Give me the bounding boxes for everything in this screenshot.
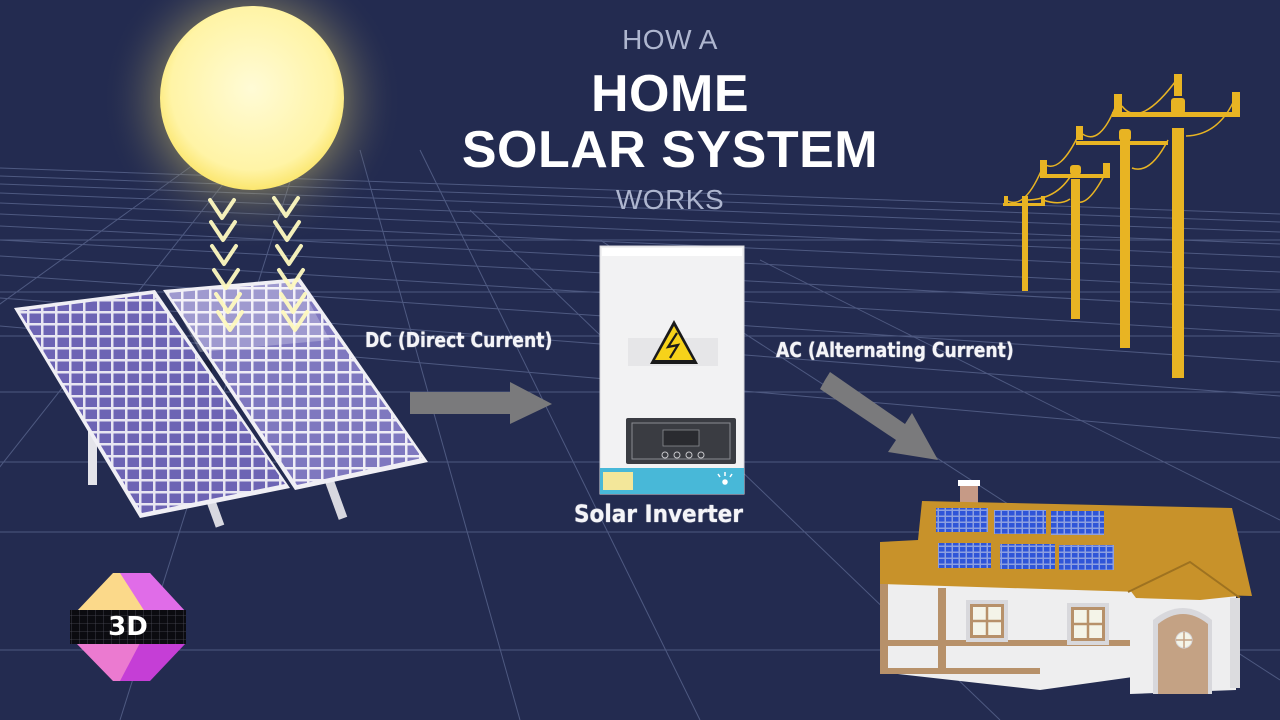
title-block: HOW A HOME SOLAR SYSTEM WORKS [420,24,920,216]
sun [102,0,402,250]
title-solar-system: SOLAR SYSTEM [461,121,879,179]
dc-label: DC (Direct Current) [365,328,553,352]
inverter-label: Solar Inverter [574,500,743,528]
dc-arrow [410,382,552,424]
sunlight-chevrons [208,196,309,332]
title-works: WORKS [615,184,725,215]
title-how-a: HOW A [622,24,718,55]
ac-label: AC (Alternating Current) [776,338,1014,362]
logo-text: 3D [108,612,148,642]
utility-power-poles [1003,74,1240,378]
brand-logo-3d [70,573,186,681]
house-with-rooftop-solar [880,480,1252,694]
power-lines [1005,77,1237,204]
ac-arrow [820,372,938,460]
title-home: HOME [591,65,749,123]
solar-inverter [599,245,745,495]
